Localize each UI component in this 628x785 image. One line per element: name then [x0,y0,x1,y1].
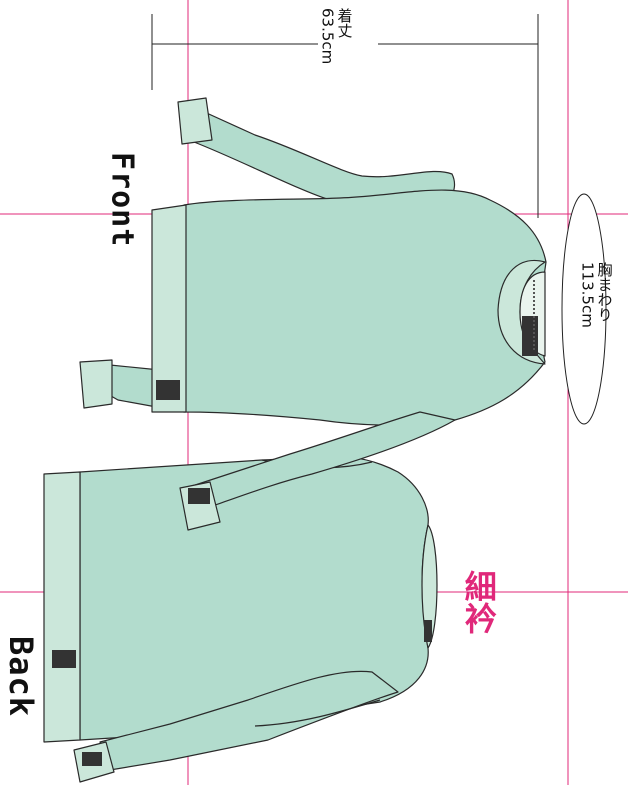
chest-measure-ellipse [561,193,607,425]
front-hem-rib [151,204,187,413]
back-rib-texture [52,620,432,766]
length-measurement-value: 63.5cm [318,8,337,65]
back-neck-rib [421,524,438,649]
collar-type-label: 細衿 [459,570,498,634]
front-cuff-left [79,359,113,409]
back-garment [43,455,438,783]
chest-measurement-name: 胸まわり [595,262,614,322]
back-hem-rib [43,471,81,743]
rib-texture [52,650,76,668]
back-label: Back [1,636,40,718]
length-dimension [151,14,539,218]
back-sleeve [99,670,399,771]
rib-texture [188,488,210,504]
length-measurement: 着丈 63.5cm [318,8,353,64]
rib-texture [82,752,102,766]
rib-texture [156,380,180,400]
front-garment [79,97,547,531]
front-label: Front [104,152,140,248]
front-cuff-top [177,97,213,145]
rib-texture [522,316,538,356]
front-body [183,189,547,426]
chest-measurement-value: 113.5cm [578,262,597,328]
length-measurement-name: 着丈 [335,8,354,38]
rib-texture [424,620,432,642]
chest-measurement: 胸まわり 113.5cm [578,262,613,328]
